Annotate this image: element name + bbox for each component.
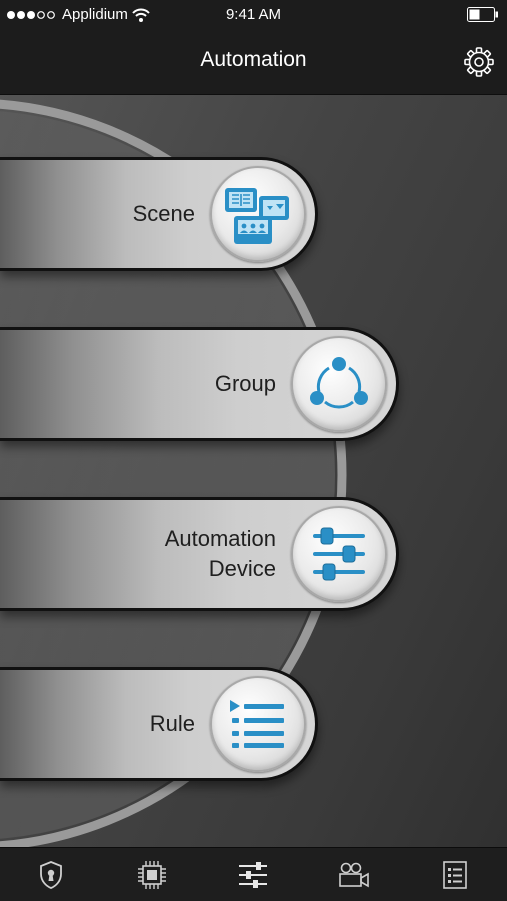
wifi-icon [132,8,150,22]
automation-device-label-line-2: Device [208,556,276,581]
scene-label-line: Scene [132,201,195,226]
scene-button[interactable]: Scene [0,157,318,271]
page-title: Automation [200,48,307,71]
sliders-icon [313,527,365,581]
signal-strength-icon [7,10,55,19]
tab-security[interactable] [0,848,101,901]
group-label-line: Group [214,371,276,396]
automation-device-button[interactable]: Automation Device [0,497,399,611]
group-icon-circle [291,336,387,432]
status-time: 9:41 AM [225,6,282,23]
rule-list-icon [230,700,284,748]
rule-label: Rule [150,670,195,778]
automation-device-label-line-1: Automation [164,526,276,551]
scene-icon [225,188,289,244]
rule-button[interactable]: Rule [0,667,318,781]
status-bar: Applidium 9:41 AM [0,0,507,30]
status-left: Applidium [6,6,150,23]
battery-icon [467,7,498,22]
rule-icon-circle [210,676,306,772]
automation-device-label: Automation Device [165,500,276,608]
navigation-bar: Automation [0,30,507,95]
tab-bar [0,847,507,901]
gear-icon [464,47,494,77]
list-document-icon [442,860,467,889]
tab-cameras[interactable] [303,848,404,901]
tab-log[interactable] [404,848,505,901]
background-arc [0,99,347,847]
sliders-icon [238,861,267,888]
scene-icon-circle [210,166,306,262]
carrier-name: Applidium [62,6,128,23]
tab-automation[interactable] [202,848,303,901]
group-label: Group [215,330,276,438]
video-camera-icon [338,862,369,887]
shield-keyhole-icon [39,860,62,889]
automation-device-icon-circle [291,506,387,602]
group-icon [310,357,368,409]
scene-label: Scene [133,160,195,268]
rule-label-line: Rule [149,711,195,736]
settings-button[interactable] [463,46,495,78]
tab-devices[interactable] [101,848,202,901]
automation-menu: Scene Group [0,95,507,847]
chip-icon [137,860,166,889]
group-button[interactable]: Group [0,327,399,441]
